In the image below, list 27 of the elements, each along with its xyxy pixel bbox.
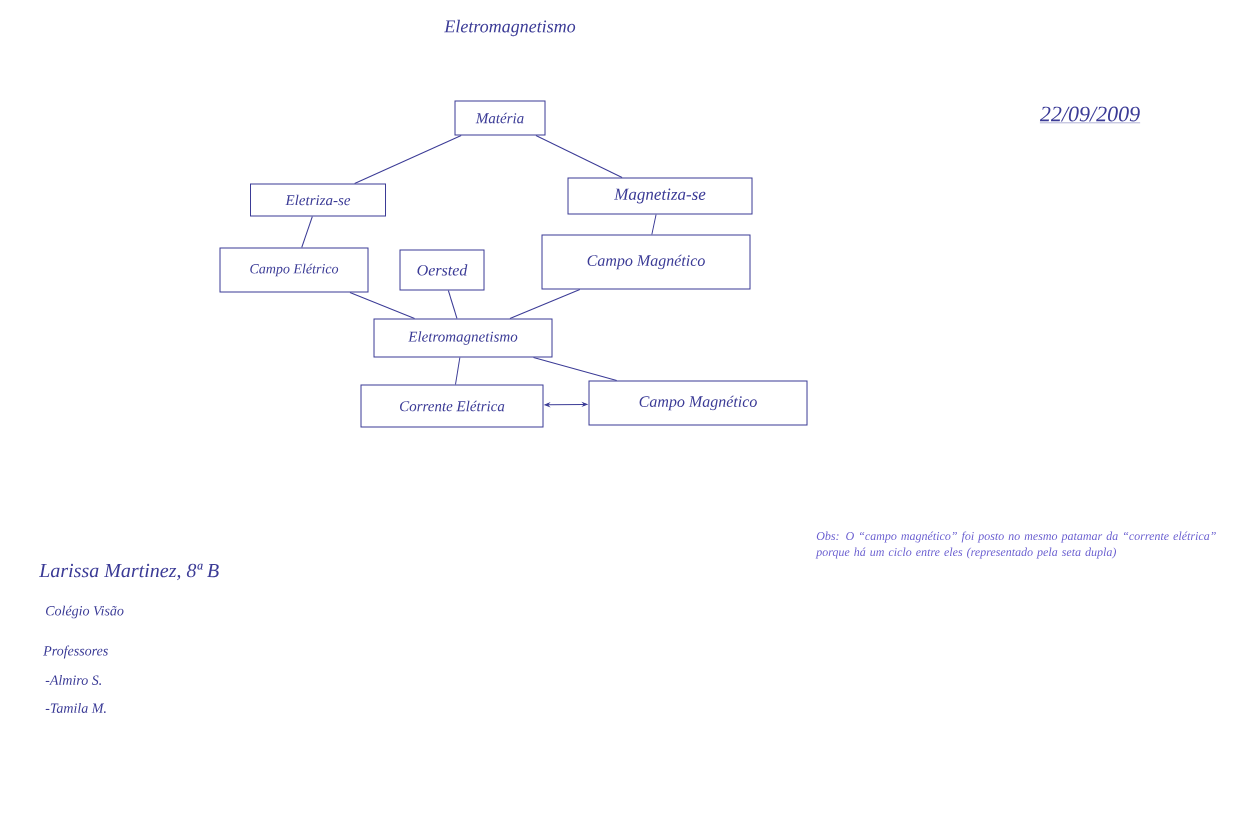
title: Eletromagnetismo	[444, 19, 576, 37]
concept-box: Campo Magnético	[541, 234, 751, 290]
connector-line	[651, 214, 657, 235]
concept-box: Oersted	[399, 249, 485, 291]
connector-line	[354, 135, 462, 184]
school-name: Colégio Visão	[46, 605, 124, 619]
date: 22/09/2009	[1039, 106, 1141, 123]
connector-line	[447, 290, 458, 319]
concept-box: Campo Elétrico	[219, 247, 369, 293]
double-arrow	[544, 402, 588, 407]
author-name: Larissa Martinez, 8ª B	[38, 563, 219, 581]
connector-line	[455, 357, 461, 385]
connector-line	[301, 216, 313, 248]
concept-box: Matéria	[454, 100, 546, 136]
teachers-heading: Professores	[43, 645, 108, 659]
note: Obs: O “campo magnético” foi posto no mesmo patamar da “corrente elétrica” porque há um ciclo entre eles (representado pela seta dupla)	[815, 531, 1216, 559]
connector-line	[509, 289, 581, 319]
concept-box: Magnetiza-se	[567, 177, 753, 215]
connector-line	[535, 135, 623, 178]
teacher-name: -Tamila M.	[45, 703, 106, 713]
connector-line	[349, 292, 416, 319]
connector-line	[533, 357, 618, 381]
concept-box: Corrente Elétrica	[360, 384, 544, 428]
concept-box: Eletromagnetismo	[373, 318, 553, 358]
concept-box: Campo Magnético	[588, 380, 808, 426]
concept-box: Eletriza-se	[250, 183, 386, 217]
teacher-name: -Almiro S.	[45, 675, 101, 685]
